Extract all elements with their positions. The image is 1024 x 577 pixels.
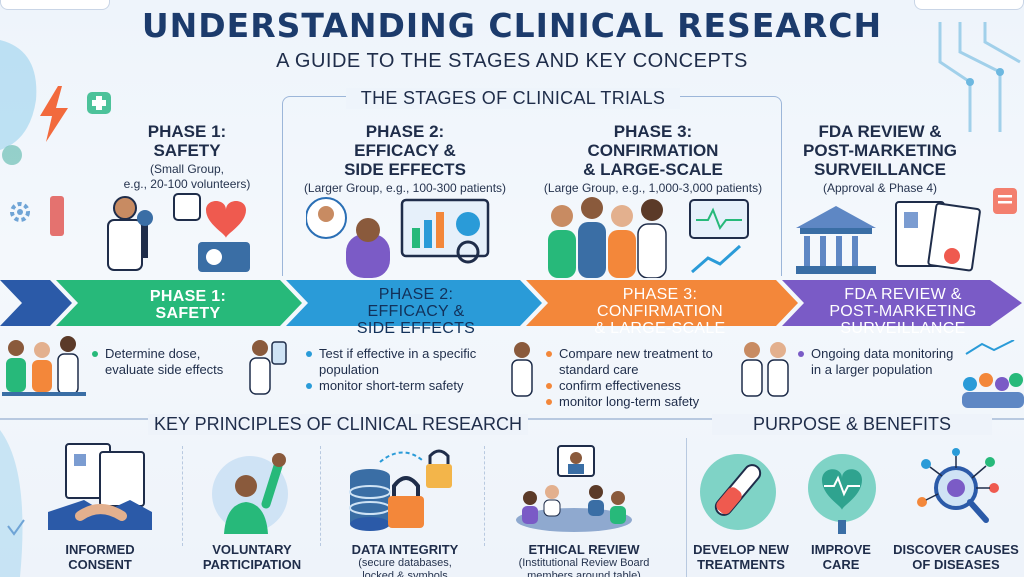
phase-2-bullets: Test if effective in a specific populati…: [306, 346, 506, 394]
doctor-figure-2: [511, 342, 533, 397]
arrow-label-phase-1: PHASE 1: SAFETY: [149, 288, 227, 322]
raised-hand-person-icon: [212, 453, 288, 534]
column-divider: [182, 446, 183, 546]
purpose-heading: PURPOSE & BENEFITS: [712, 414, 992, 435]
phase-4-title: FDA REVIEW & POST-MARKETING SURVEILLANCE: [803, 122, 957, 179]
bullet-item: Test if effective in a specific populati…: [306, 346, 506, 378]
stages-arrow-band: [0, 280, 1022, 326]
document-list-icon: [993, 188, 1017, 214]
bullet-item: confirm effectiveness: [546, 378, 746, 394]
principle-label-ethical-review: ETHICAL REVIEW: [528, 542, 640, 557]
principle-sub-data-integrity: (secure databases, locked & symbols: [358, 557, 452, 577]
phase-2-header: PHASE 2: EFFICACY & SIDE EFFECTS (Larger…: [290, 122, 520, 196]
arrow-label-phase-3: PHASE 3: CONFIRMATION & LARGE-SCALE: [594, 286, 726, 337]
phase-4-header: FDA REVIEW & POST-MARKETING SURVEILLANCE…: [790, 122, 970, 196]
principle-label-data-integrity: DATA INTEGRITY: [351, 542, 459, 557]
arrow-phase-3: [526, 280, 798, 326]
right-circuit-decoration: [938, 22, 1021, 132]
bottom-left-decoration: [0, 430, 25, 577]
phase-4-subtitle: (Approval & Phase 4): [822, 181, 938, 195]
bullet-item: monitor short-term safety: [306, 378, 506, 394]
arrow-label-phase-4: FDA REVIEW & POST-MARKETING SURVEILLANCE: [829, 286, 977, 337]
principles-heading: KEY PRINCIPLES OF CLINICAL RESEARCH: [148, 414, 528, 435]
phase-3-header: PHASE 3: CONFIRMATION & LARGE-SCALE (Lar…: [528, 122, 778, 196]
principle-label-voluntary-participation: VOLUNTARY PARTICIPATION: [202, 542, 302, 572]
arrow-phase-1: [56, 280, 302, 326]
purpose-label-discover-causes: DISCOVER CAUSES OF DISEASES: [893, 542, 1019, 572]
lab-scientist-illustration: [50, 193, 250, 272]
review-board-icon: [516, 445, 632, 532]
left-side-decoration: [0, 40, 37, 165]
phase-4-bullets: Ongoing data monitoring in a larger popu…: [798, 346, 968, 378]
bullet-item: Determine dose, evaluate side effects: [92, 346, 252, 378]
purpose-label-improve-care: IMPROVE CARE: [811, 542, 871, 572]
volunteer-group-illustration: [2, 336, 86, 396]
bullet-item: Ongoing data monitoring in a larger popu…: [798, 346, 968, 378]
phase-3-bullets: Compare new treatment to standard care c…: [546, 346, 746, 410]
data-analysis-illustration: [306, 197, 490, 278]
bullet-item: monitor long-term safety: [546, 394, 746, 410]
column-divider: [484, 446, 485, 546]
magnifier-network-icon: [917, 448, 999, 523]
lightning-icon: [40, 86, 68, 142]
arrow-phase-4: [782, 280, 1022, 326]
principle-label-informed-consent: INFORMED CONSENT: [65, 542, 135, 572]
medical-cross-icon: [87, 92, 111, 114]
test-tube-icon: [700, 454, 776, 530]
phase-2-title: PHASE 2: EFFICACY & SIDE EFFECTS: [344, 122, 466, 179]
phase-3-title: PHASE 3: CONFIRMATION & LARGE-SCALE: [583, 122, 723, 179]
heart-monitor-icon: [808, 454, 876, 534]
doctor-pair-illustration: [741, 342, 789, 397]
patient-group-illustration: [548, 197, 749, 278]
population-crowd-illustration: [962, 340, 1024, 408]
purpose-panel: [686, 438, 1024, 577]
phase-1-subtitle: (Small Group, e.g., 20-100 volunteers): [123, 162, 251, 191]
stages-heading: THE STAGES OF CLINICAL TRIALS: [346, 88, 680, 109]
phase-1-header: PHASE 1: SAFETY (Small Group, e.g., 20-1…: [112, 122, 262, 192]
purpose-label-develop-treatments: DEVELOP NEW TREATMENTS: [693, 542, 789, 572]
phase-3-subtitle: (Large Group, e.g., 1,000-3,000 patients…: [543, 181, 763, 195]
arrow-label-phase-2: PHASE 2: EFFICACY & SIDE EFFECTS: [356, 286, 476, 337]
arrow-phase-2: [286, 280, 542, 326]
phase-1-title: PHASE 1: SAFETY: [147, 122, 227, 160]
principle-sub-ethical-review: (Institutional Review Board members arou…: [518, 557, 650, 577]
phase-1-bullets: Determine dose, evaluate side effects: [92, 346, 252, 378]
doctor-figure-1: [249, 340, 287, 395]
handshake-consent-icon: [48, 443, 152, 530]
phase-2-subtitle: (Larger Group, e.g., 100-300 patients): [303, 181, 507, 195]
database-lock-icon: [349, 449, 452, 531]
page-title: UNDERSTANDING CLINICAL RESEARCH: [141, 6, 883, 45]
page-subtitle: A GUIDE TO THE STAGES AND KEY CONCEPTS: [276, 50, 748, 72]
bullet-item: Compare new treatment to standard care: [546, 346, 746, 378]
arrow-lead-segment: [0, 280, 72, 326]
fda-approval-illustration: [796, 201, 981, 274]
column-divider: [320, 446, 321, 546]
gear-icon: [10, 202, 30, 222]
